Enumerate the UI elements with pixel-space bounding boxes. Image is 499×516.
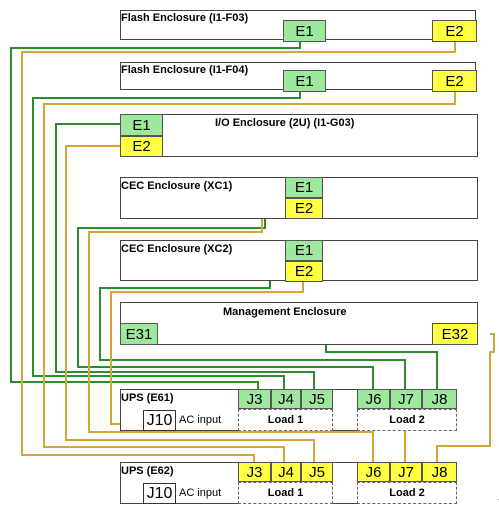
io-enclosure: I/O Enclosure (2U) (I1-G03) [120,114,478,157]
ups2-load1: Load 1 [238,482,333,504]
mgmt-e32-port[interactable]: E32 [432,323,478,345]
ups-title: UPS (E62) [121,465,174,477]
enclosure-title: Flash Enclosure (I1-F03) [121,12,249,24]
cable-io-e1 [55,123,315,389]
cable-mgmt-e32 [436,333,495,462]
flash2-e2-port[interactable]: E2 [432,70,477,92]
management-enclosure: Management Enclosure [120,302,478,345]
enclosure-title: CEC Enclosure (XC2) [121,243,233,255]
ups2-j3-port[interactable]: J3 [238,462,271,482]
ups1-j5-port[interactable]: J5 [301,389,333,409]
enclosure-title: Flash Enclosure (I1-F04) [121,64,249,76]
flash1-e2-port[interactable]: E2 [432,20,477,42]
ups-title: UPS (E61) [121,392,174,404]
ups2-load2: Load 2 [357,482,457,504]
io-e1-port[interactable]: E1 [120,114,163,136]
cable-flash1-e2 [21,42,456,462]
flash1-e1-port[interactable]: E1 [283,20,326,42]
ups1-load1: Load 1 [238,409,333,431]
ups2-j4-port[interactable]: J4 [271,462,301,482]
ups1-j3-port[interactable]: J3 [238,389,271,409]
flash2-e1-port[interactable]: E1 [283,70,326,92]
ups2-j6-port[interactable]: J6 [357,462,390,482]
ups2-j8-port[interactable]: J8 [422,462,457,482]
cec1-e2-port[interactable]: E2 [285,198,323,219]
enclosure-title: I/O Enclosure (2U) (I1-G03) [215,117,355,129]
ups1-j6-port[interactable]: J6 [357,389,390,409]
enclosure-title: Management Enclosure [223,306,347,318]
cable-flash2-e1 [32,92,301,389]
ups2-j5-port[interactable]: J5 [301,462,333,482]
mgmt-e31-port[interactable]: E31 [120,323,158,345]
ups1-load2: Load 2 [357,409,457,431]
cable-flash2-e2 [43,92,456,462]
cable-io-e2 [65,145,315,462]
enclosure-title: CEC Enclosure (XC1) [121,180,233,192]
ups1-j4-port[interactable]: J4 [271,389,301,409]
ups2-j7-port[interactable]: J7 [390,462,422,482]
ups1-j10-port[interactable]: J10 [143,410,176,431]
ups2-ac-input-label: AC input [179,487,222,499]
ups1-ac-input-label: AC input [179,414,222,426]
cec2-e2-port[interactable]: E2 [285,261,323,282]
ups2-j10-port[interactable]: J10 [143,483,176,504]
ups1-j7-port[interactable]: J7 [390,389,422,409]
cec2-e1-port[interactable]: E1 [285,240,323,261]
cec1-e1-port[interactable]: E1 [285,177,323,198]
cable-flash1-e1 [10,42,301,389]
io-e2-port[interactable]: E2 [120,136,163,157]
ups1-j8-port[interactable]: J8 [422,389,457,409]
